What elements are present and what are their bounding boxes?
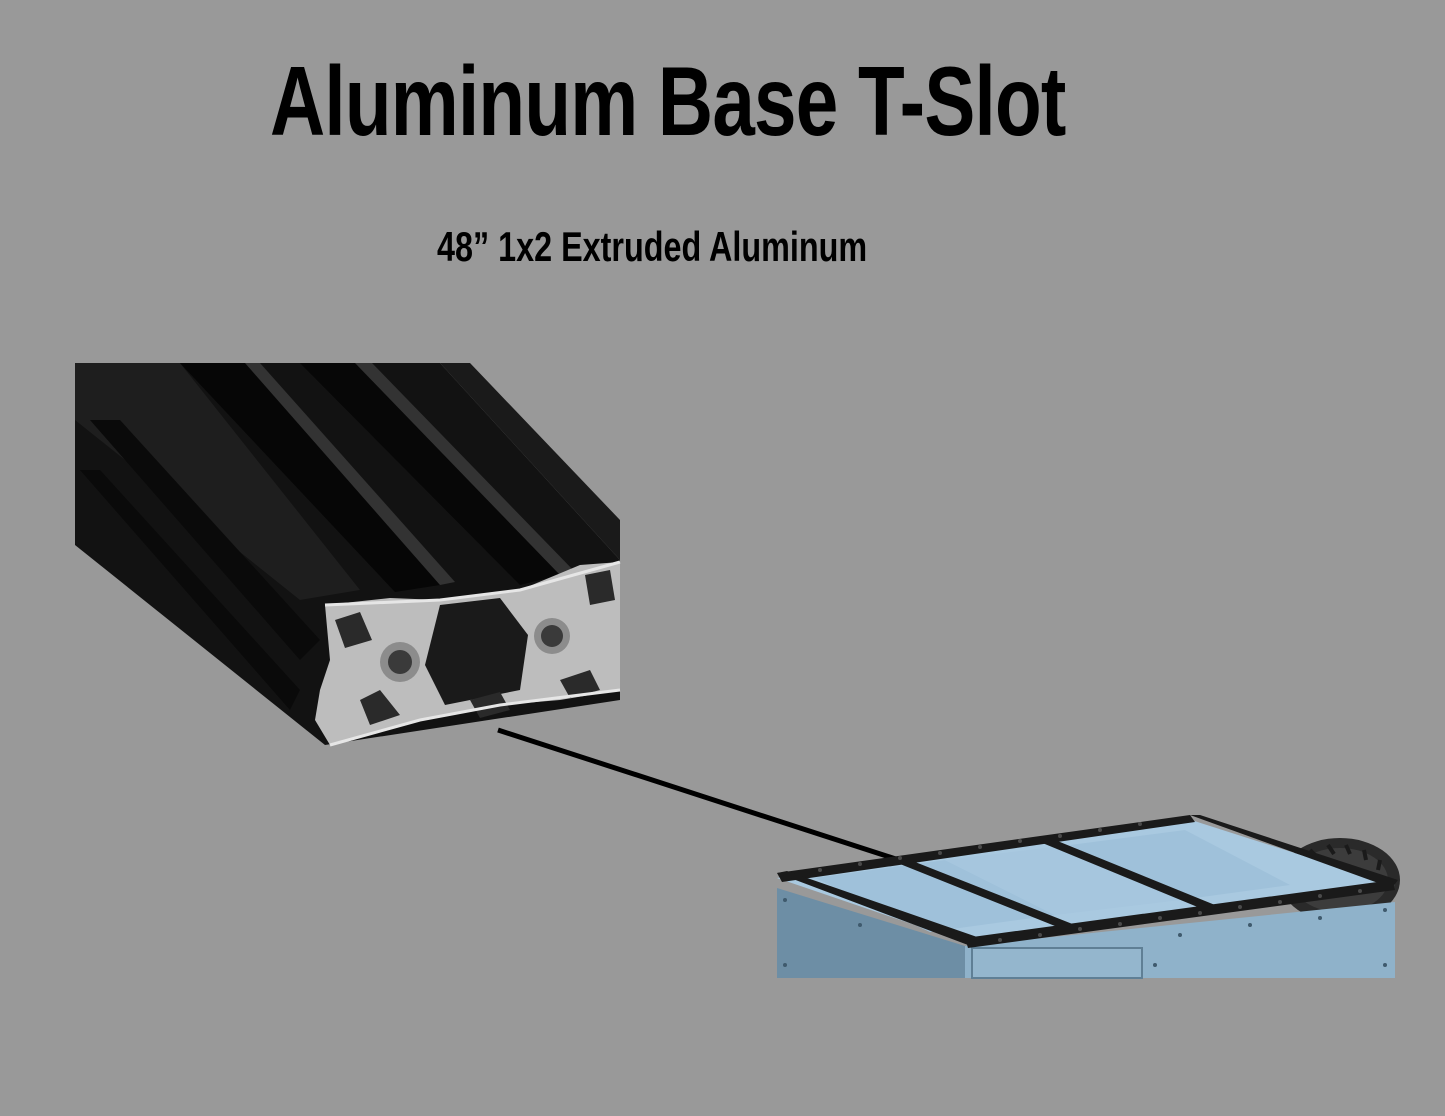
extrusion-end-face	[315, 560, 621, 747]
enclosure-render-image	[777, 815, 1400, 979]
rail-holes	[818, 822, 1362, 942]
extrusion-profile-image	[75, 363, 621, 747]
callout-line	[497, 727, 906, 865]
page-subtitle: 48” 1x2 Extruded Aluminum	[437, 223, 868, 270]
t-slot-rails	[777, 815, 1398, 948]
page-title: Aluminum Base T-Slot	[270, 46, 1066, 156]
